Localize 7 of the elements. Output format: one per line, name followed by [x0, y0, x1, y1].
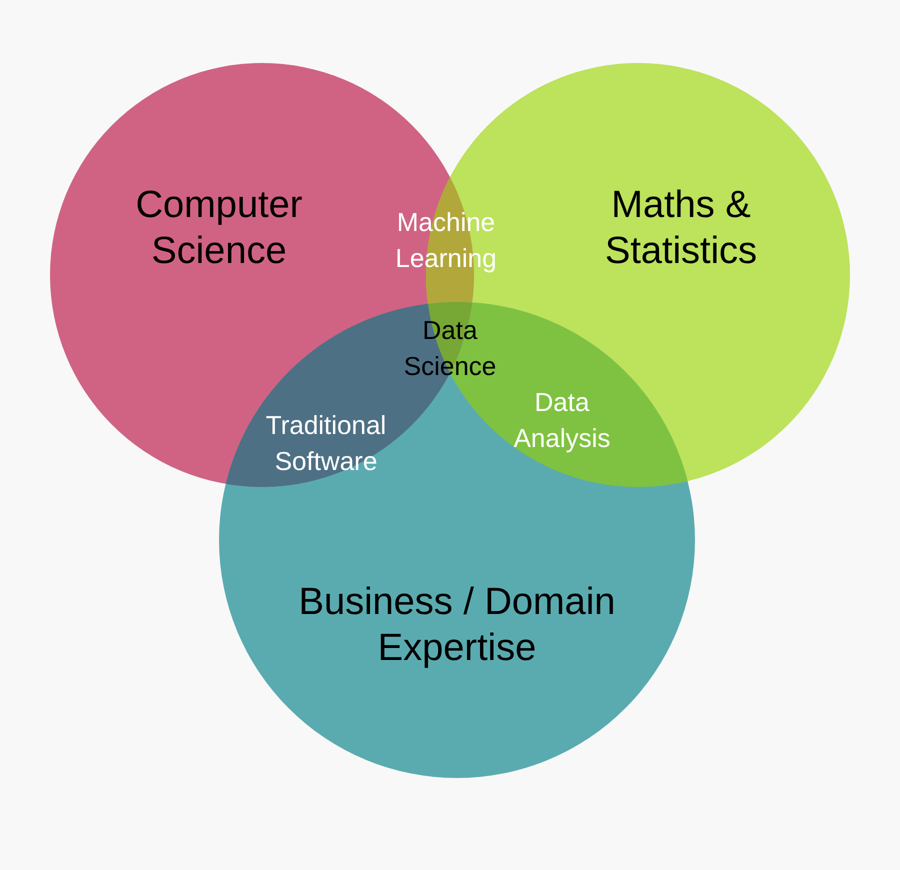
overlap-label: Traditional Software [264, 409, 388, 478]
circle-label: Computer Science [134, 183, 304, 274]
overlap-label: Machine Learning [394, 206, 498, 275]
overlap-label: Data Analysis [512, 386, 612, 455]
circle-label: Maths & Statistics [604, 183, 758, 274]
overlap-label: Data Science [402, 314, 498, 383]
circle-label: Business / Domain Expertise [298, 580, 616, 671]
